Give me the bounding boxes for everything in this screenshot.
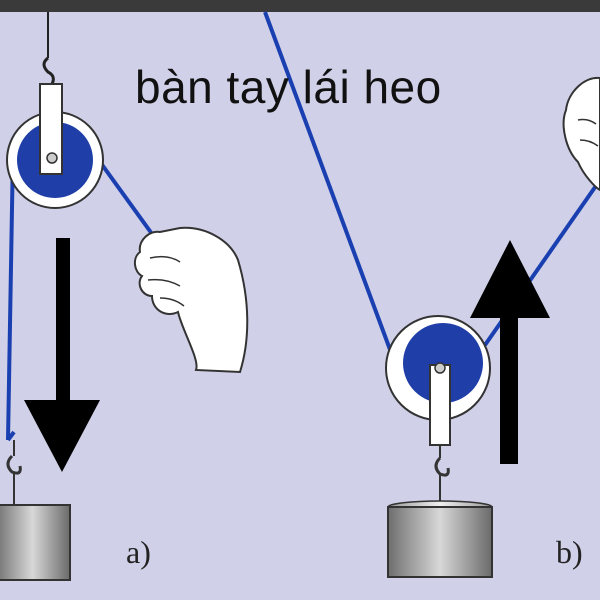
pulley-wheel-b	[403, 323, 483, 403]
figure-label-a: a)	[126, 534, 151, 570]
arrow-shaft-up	[500, 312, 518, 464]
figure-label-b: b)	[556, 534, 583, 570]
pulley-axle	[46, 152, 58, 164]
movable-pulley-figure-b	[263, 11, 600, 578]
pulley-axle-b	[434, 362, 446, 374]
pulley-bracket-b	[429, 364, 451, 446]
rope-left	[6, 149, 15, 441]
weight-block-b	[387, 506, 493, 578]
fixed-pulley-figure-a	[0, 12, 249, 581]
weight-hook-icon-b	[434, 456, 450, 477]
rope-to-ceiling	[263, 11, 394, 356]
pulley-bracket	[39, 83, 63, 175]
arrow-shaft-down	[56, 238, 70, 418]
caption-text: bàn tay lái heo	[135, 61, 442, 113]
hand-icon-a	[134, 226, 249, 374]
ceiling-bar	[0, 0, 600, 12]
weight-hook-icon	[6, 454, 22, 475]
up-arrow-icon	[470, 240, 550, 318]
hand-icon-b	[562, 76, 600, 192]
down-arrow-icon	[24, 400, 100, 472]
top-hook-icon	[42, 56, 55, 85]
weight-block-a	[0, 504, 71, 581]
rope-to-hand	[93, 153, 162, 247]
